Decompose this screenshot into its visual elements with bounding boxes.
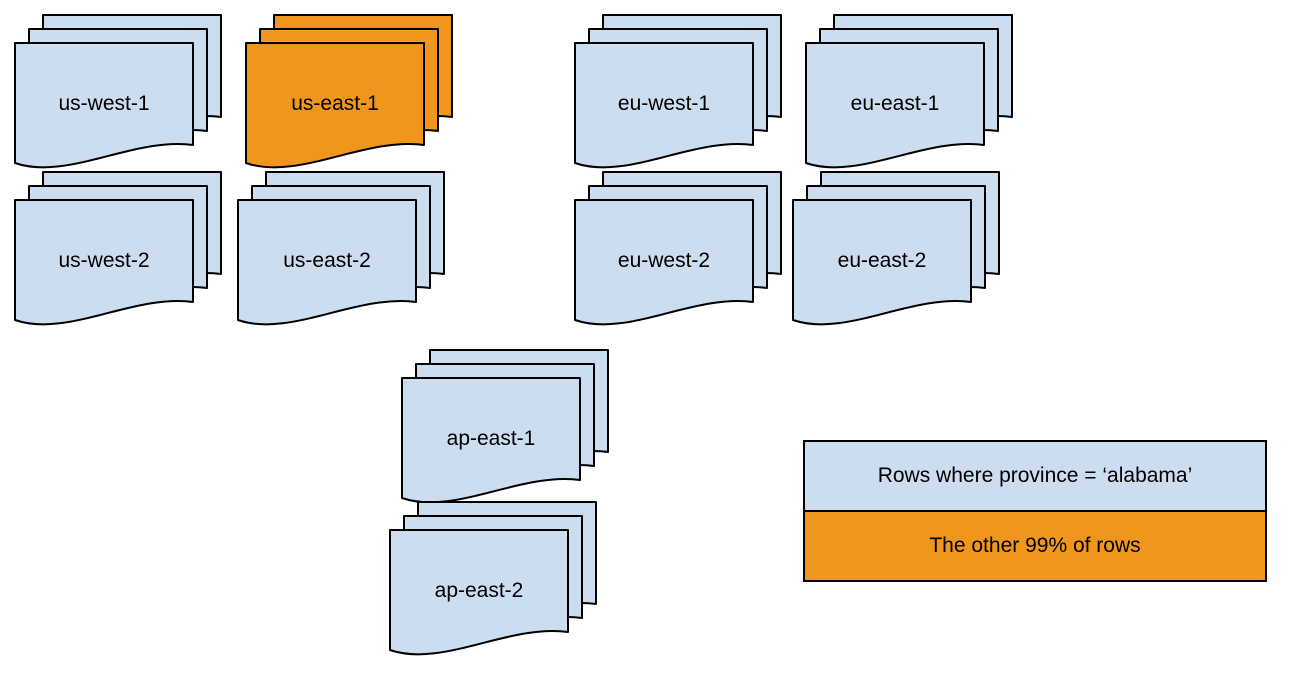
- document-front-icon: [14, 42, 194, 169]
- legend-item-other-rows: The other 99% of rows: [805, 510, 1265, 580]
- document-stack-icon: [389, 501, 597, 656]
- document-stack-us-east-2: us-east-2: [237, 171, 446, 329]
- document-front-icon: [389, 529, 569, 656]
- document-stack-us-west-2: us-west-2: [14, 171, 223, 329]
- document-stack-icon: [401, 349, 609, 504]
- legend-label: The other 99% of rows: [929, 534, 1141, 557]
- document-stack-icon: [574, 14, 782, 169]
- document-stack-icon: [245, 14, 453, 169]
- document-stack-eu-west-1: eu-west-1: [574, 14, 783, 172]
- document-front-icon: [792, 199, 972, 326]
- legend: Rows where province = ‘alabama’ The othe…: [803, 440, 1267, 582]
- document-stack-eu-east-1: eu-east-1: [805, 14, 1014, 172]
- document-stack-icon: [14, 14, 222, 169]
- document-stack-eu-west-2: eu-west-2: [574, 171, 783, 329]
- document-front-icon: [401, 377, 581, 504]
- document-front-icon: [237, 199, 417, 326]
- document-stack-icon: [805, 14, 1013, 169]
- document-stack-ap-east-2: ap-east-2: [389, 501, 598, 659]
- document-stack-eu-east-2: eu-east-2: [792, 171, 1001, 329]
- legend-label: Rows where province = ‘alabama’: [877, 464, 1193, 487]
- document-stack-icon: [792, 171, 1000, 326]
- document-stack-icon: [237, 171, 445, 326]
- document-stack-us-east-1: us-east-1: [245, 14, 454, 172]
- document-front-icon: [805, 42, 985, 169]
- document-stack-icon: [574, 171, 782, 326]
- document-stack-icon: [14, 171, 222, 326]
- document-front-icon: [574, 42, 754, 169]
- legend-item-alabama-rows: Rows where province = ‘alabama’: [805, 442, 1265, 510]
- document-front-icon: [14, 199, 194, 326]
- document-front-icon: [245, 42, 425, 169]
- document-stack-ap-east-1: ap-east-1: [401, 349, 610, 507]
- document-front-icon: [574, 199, 754, 326]
- document-stack-us-west-1: us-west-1: [14, 14, 223, 172]
